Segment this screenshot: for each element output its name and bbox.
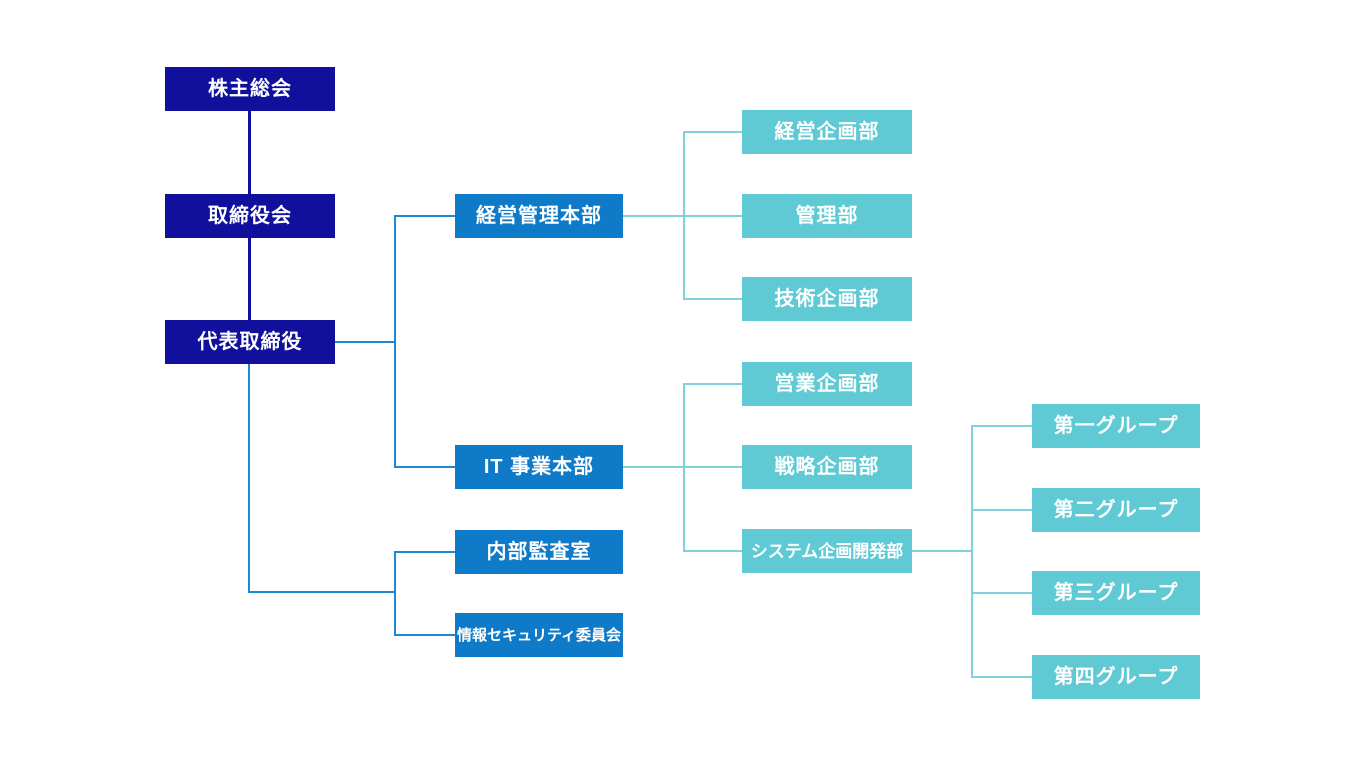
connector-it-to-strategic-planning — [623, 466, 742, 468]
org-node-technical-planning-dept: 技術企画部 — [742, 277, 912, 321]
org-node-system-planning-dev-dept: システム企画開発部 — [742, 529, 912, 573]
connector-to-it-business-hq — [396, 466, 455, 468]
connector-branch-vertical-mgmt-depts — [683, 131, 685, 300]
org-node-group-1: 第一グループ — [1032, 404, 1200, 448]
connector-to-security-committee — [396, 634, 455, 636]
org-node-corporate-planning-dept: 経営企画部 — [742, 110, 912, 154]
connector-to-group-2 — [973, 509, 1032, 511]
org-node-group-2: 第二グループ — [1032, 488, 1200, 532]
connector-ceo-branch — [335, 341, 396, 343]
org-node-sales-planning-dept: 営業企画部 — [742, 362, 912, 406]
connector-to-internal-audit — [396, 551, 455, 553]
org-node-representative-director: 代表取締役 — [165, 320, 335, 364]
connector-sysdev-branch — [912, 550, 973, 552]
org-node-management-hq: 経営管理本部 — [455, 194, 623, 238]
org-node-board-of-directors: 取締役会 — [165, 194, 335, 238]
org-node-shareholders-meeting: 株主総会 — [165, 67, 335, 111]
connector-to-technical-planning — [685, 298, 742, 300]
connector-branch-vertical-groups — [971, 425, 973, 678]
org-node-group-3: 第三グループ — [1032, 571, 1200, 615]
connector-to-management-hq — [396, 215, 455, 217]
connector-to-corporate-planning — [685, 131, 742, 133]
org-node-group-4: 第四グループ — [1032, 655, 1200, 699]
org-node-administration-dept: 管理部 — [742, 194, 912, 238]
connector-shareholders-board — [248, 111, 251, 194]
connector-ceo-audit-branch — [248, 591, 396, 593]
connector-ceo-down — [248, 364, 250, 593]
connector-to-group-3 — [973, 592, 1032, 594]
org-node-strategic-planning-dept: 戦略企画部 — [742, 445, 912, 489]
connector-to-group-4 — [973, 676, 1032, 678]
connector-branch-vertical-divisions — [394, 215, 396, 468]
connector-board-ceo — [248, 238, 251, 320]
connector-to-sales-planning — [685, 383, 742, 385]
org-node-internal-audit-office: 内部監査室 — [455, 530, 623, 574]
connector-branch-vertical-it-depts — [683, 383, 685, 552]
connector-branch-vertical-audit — [394, 551, 396, 636]
connector-to-group-1 — [973, 425, 1032, 427]
connector-to-system-planning-dev — [685, 550, 742, 552]
connector-mgmt-to-administration — [623, 215, 742, 217]
org-node-info-security-committee: 情報セキュリティ委員会 — [455, 613, 623, 657]
org-node-it-business-hq: IT 事業本部 — [455, 445, 623, 489]
